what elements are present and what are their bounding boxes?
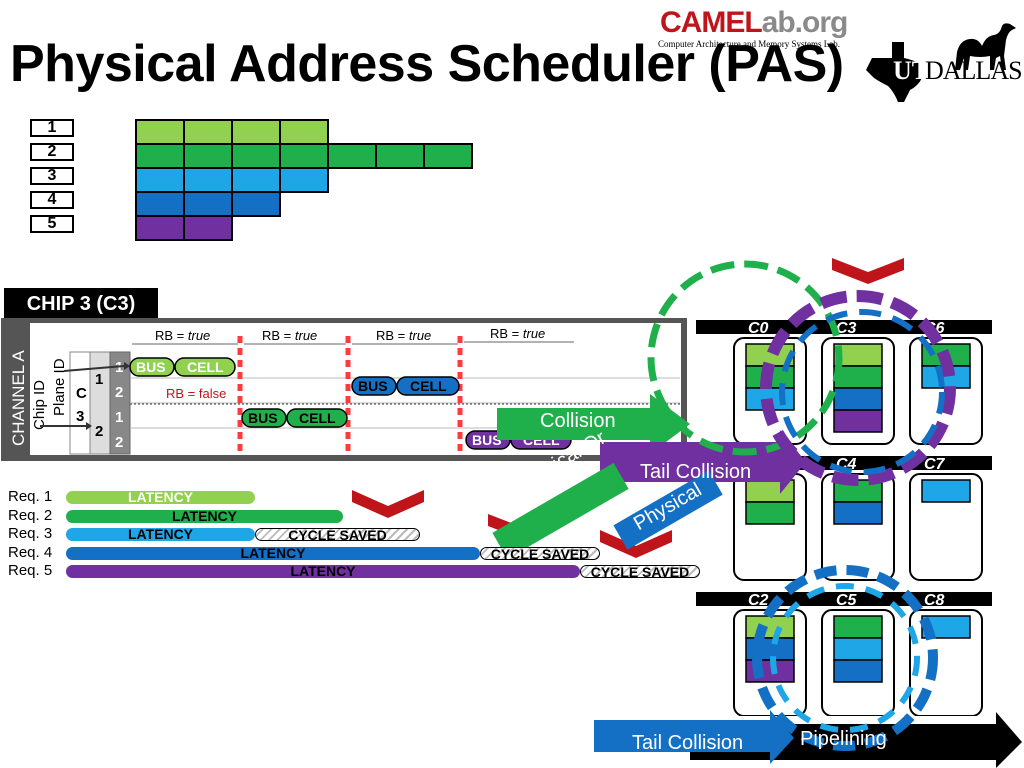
physical-arrow-blue bbox=[613, 470, 723, 550]
chip-cell: C bbox=[76, 385, 87, 402]
rb-value: true bbox=[409, 328, 431, 343]
timing-diagram: CHANNEL A Chip ID Plane ID C 3 1 2 1 2 1… bbox=[1, 318, 687, 461]
rb-prefix: RB = bbox=[155, 328, 188, 343]
physical-arrow-green bbox=[492, 462, 629, 559]
camel-lab-logo: CAMELab.org bbox=[660, 6, 849, 40]
logo-subtitle: Computer Architecture and Memory Systems… bbox=[658, 39, 840, 49]
bus-label: BUS bbox=[358, 378, 388, 394]
latency-bar: LATENCY bbox=[66, 546, 480, 560]
plane-label: 2 bbox=[115, 384, 123, 401]
collision-label: Collision bbox=[540, 410, 616, 432]
channel-label: CHANNEL A bbox=[9, 350, 28, 446]
plane-label: 2 bbox=[115, 434, 123, 451]
queue-block bbox=[279, 167, 329, 193]
chip-grid-label: C3 bbox=[836, 320, 857, 337]
logo-ut: UT bbox=[893, 56, 930, 85]
logo-dallas: DALLAS bbox=[925, 56, 1023, 85]
ut-dallas-logo-graphic bbox=[866, 23, 1016, 102]
chip-block bbox=[833, 501, 883, 525]
rb-prefix: RB = bbox=[490, 326, 523, 341]
chip-id-label: Chip ID bbox=[31, 380, 48, 430]
chip-block bbox=[833, 659, 883, 683]
request-label: Req. 1 bbox=[8, 488, 53, 505]
request-label: Req. 3 bbox=[8, 525, 53, 542]
queue-row-label: 3 bbox=[30, 167, 74, 185]
cell-label: CELL bbox=[299, 410, 336, 426]
chip-label: CHIP 3 (C3) bbox=[4, 288, 158, 320]
collision-arrow bbox=[497, 394, 690, 454]
chip-row-bar bbox=[696, 320, 992, 334]
queue-row-label: 2 bbox=[30, 143, 74, 161]
queue-row-label: 1 bbox=[30, 119, 74, 137]
tail-collision-label-bottom: Tail Collision bbox=[632, 732, 744, 754]
queue-block bbox=[231, 191, 281, 217]
pipelining-label: Pipelining bbox=[800, 728, 887, 750]
chip-grid-label: C5 bbox=[836, 592, 858, 609]
plane-id-label: Plane ID bbox=[51, 358, 68, 416]
request-queue-blocks bbox=[135, 119, 473, 241]
logo-camel-text-b: ab.org bbox=[761, 6, 849, 39]
queue-block bbox=[183, 215, 233, 241]
plane-label: 1 bbox=[115, 409, 123, 426]
rb-prefix: RB = bbox=[376, 328, 409, 343]
queue-block bbox=[183, 119, 233, 145]
queue-row-label: 4 bbox=[30, 191, 74, 209]
chip-block bbox=[833, 409, 883, 433]
queue-block bbox=[135, 143, 185, 169]
cycle-saved-bar: CYCLE SAVED bbox=[580, 565, 700, 579]
rb-true-label: RB = true bbox=[490, 326, 545, 341]
cell-label: CELL bbox=[410, 378, 447, 394]
queue-block bbox=[135, 215, 185, 241]
queue-block bbox=[327, 143, 377, 169]
rb-prefix: RB = bbox=[262, 328, 295, 343]
rb-value: true bbox=[188, 328, 210, 343]
queue-block bbox=[375, 143, 425, 169]
tail-collision-arrow bbox=[600, 430, 806, 494]
bus-label: BUS bbox=[248, 410, 278, 426]
tail-collision-arrow-bottom bbox=[594, 710, 794, 764]
chevron-down-icon bbox=[600, 530, 672, 558]
chip-grid-label: C7 bbox=[924, 456, 946, 473]
rb-true-label: RB = true bbox=[376, 328, 431, 343]
rb-value: true bbox=[295, 328, 317, 343]
die-label: 1 bbox=[95, 371, 103, 388]
bus-label: BUS bbox=[136, 359, 166, 375]
plane-label: 1 bbox=[115, 359, 123, 376]
cycle-saved-bar: CYCLE SAVED bbox=[255, 528, 420, 542]
chip-block bbox=[745, 501, 795, 525]
bus-label: BUS bbox=[472, 432, 502, 448]
cell-label: CELL bbox=[187, 359, 224, 375]
rb-true-label: RB = true bbox=[155, 328, 210, 343]
camel-icon bbox=[955, 23, 1016, 70]
latency-bar: LATENCY bbox=[66, 490, 255, 504]
queue-row-label: 5 bbox=[30, 215, 74, 233]
chip-grid-label: C8 bbox=[924, 592, 945, 609]
tail-collision-label: Tail Collision bbox=[640, 461, 752, 483]
chevron-down-icon bbox=[832, 258, 904, 284]
latency-bar: LATENCY bbox=[66, 527, 255, 541]
rb-true-label: RB = true bbox=[262, 328, 317, 343]
die-label: 2 bbox=[95, 423, 103, 440]
queue-block bbox=[135, 167, 185, 193]
cycle-saved-bar: CYCLE SAVED bbox=[480, 546, 600, 561]
logo-camel-text: CAMEL bbox=[660, 6, 763, 39]
chip-grid-label: C0 bbox=[748, 320, 769, 337]
latency-bar: LATENCY bbox=[66, 564, 580, 578]
rb-false-label: RB = false bbox=[166, 386, 226, 401]
chip-index: 3 bbox=[76, 408, 84, 425]
request-label: Req. 2 bbox=[8, 506, 53, 524]
page-title: Physical Address Scheduler (PAS) bbox=[10, 35, 844, 93]
request-label: Req. 5 bbox=[8, 562, 53, 579]
rb-value: true bbox=[523, 326, 545, 341]
chevron-down-icon bbox=[352, 490, 424, 518]
chip-block bbox=[921, 479, 971, 503]
texas-icon bbox=[866, 42, 922, 102]
chip-grid-label: C2 bbox=[748, 592, 769, 609]
queue-block bbox=[423, 143, 473, 169]
request-label: Req. 4 bbox=[8, 543, 53, 561]
latency-bar: LATENCY bbox=[66, 509, 343, 523]
queue-block bbox=[279, 119, 329, 145]
